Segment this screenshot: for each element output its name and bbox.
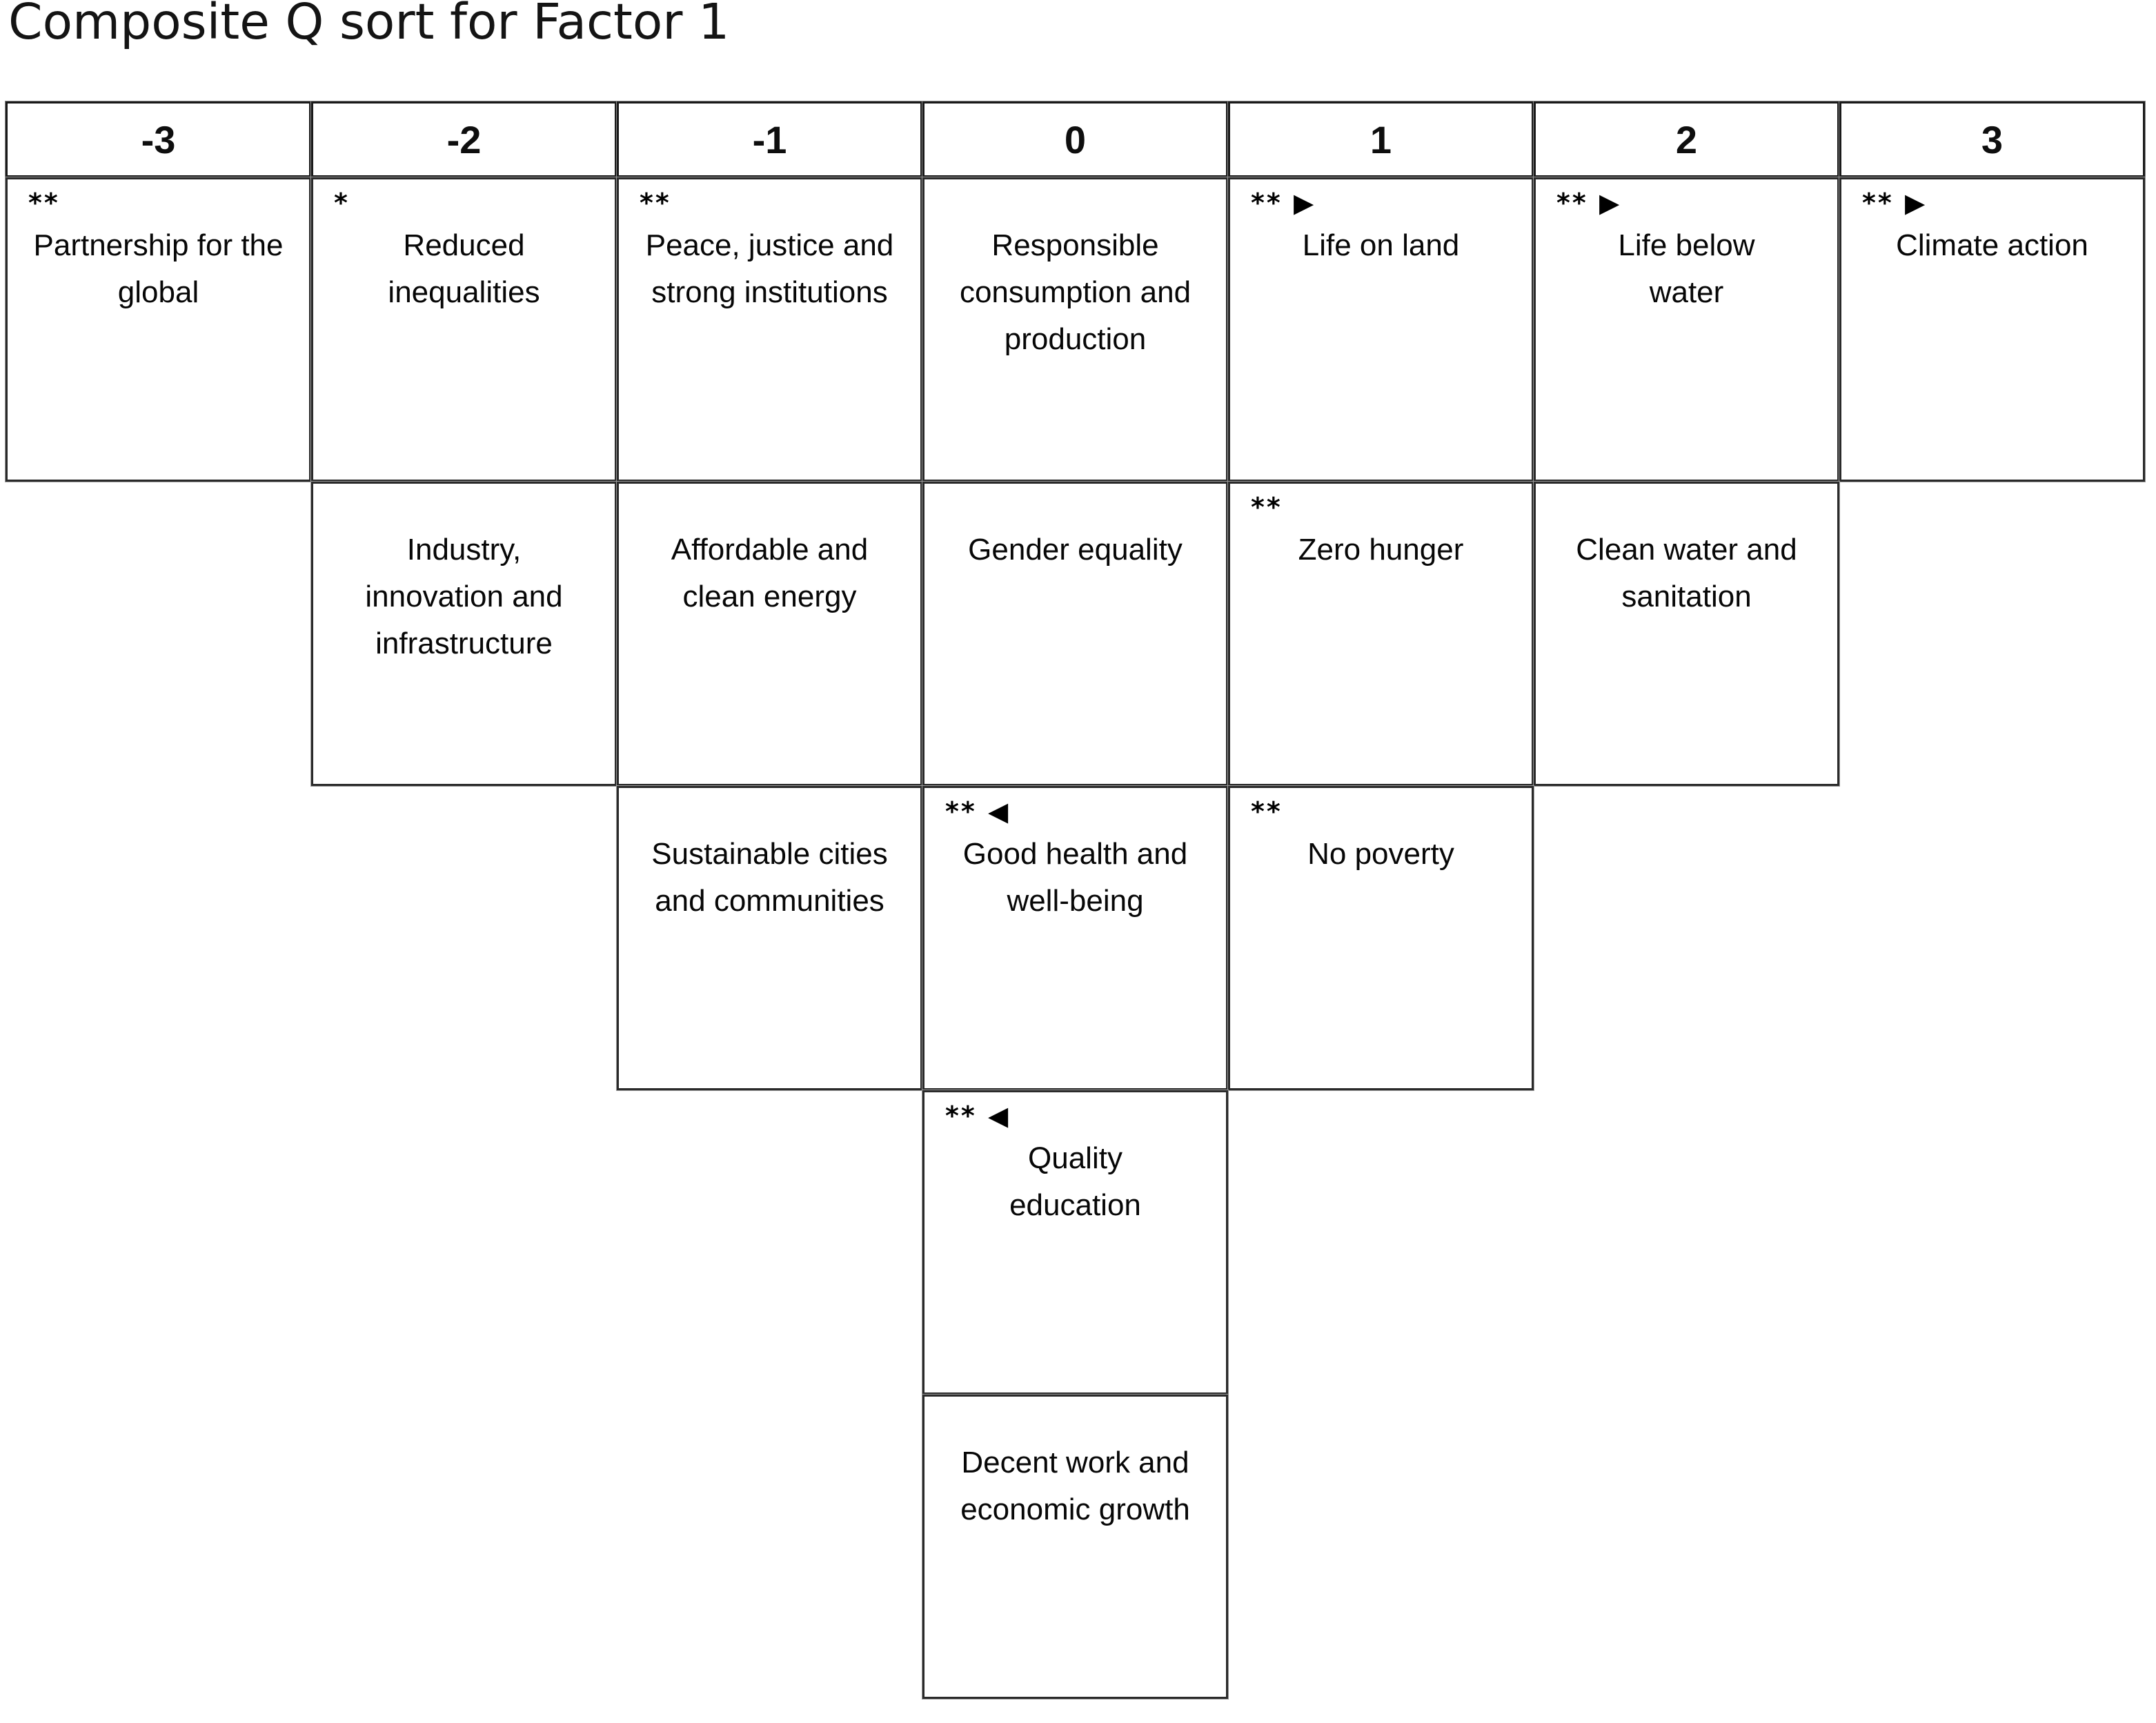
cell-marker-with-right-arrow-icon: ** ▶	[1251, 188, 1316, 218]
cell-label: Climate action	[1896, 228, 2088, 262]
cell-marker-with-right-arrow-icon: ** ▶	[1862, 188, 1928, 218]
qsort-cell-responsible-consumption-production: Responsible consumption and production	[922, 177, 1228, 482]
column-header-2: 2	[1534, 101, 1839, 177]
cell-marker	[626, 491, 913, 526]
cell-marker	[320, 491, 608, 526]
cell-marker	[931, 1404, 1219, 1439]
cell-marker-with-left-arrow-icon: ** ◀	[945, 796, 1011, 827]
cell-label: Partnership for the global	[33, 228, 284, 309]
cell-label: Quality education	[1009, 1141, 1141, 1222]
qsort-cell-decent-work-economic-growth: Decent work and economic growth	[922, 1395, 1228, 1699]
qsort-cell-sustainable-cities-communities: Sustainable cities and communities	[617, 786, 922, 1090]
cell-marker: **	[1251, 796, 1283, 827]
qsort-cell-life-below-water: ** ▶ Life below water	[1534, 177, 1839, 482]
qsort-cell-zero-hunger: ** Zero hunger	[1228, 482, 1534, 786]
qsort-cell-quality-education: ** ◀ Quality education	[922, 1090, 1228, 1395]
cell-label: Life below water	[1618, 228, 1755, 309]
qsort-cell-peace-justice-strong-institutions: ** Peace, justice and strong institution…	[617, 177, 922, 482]
qsort-cell-gender-equality: Gender equality	[922, 482, 1228, 786]
cell-marker	[626, 795, 913, 831]
qsort-cell-industry-innovation-infrastructure: Industry, innovation and infrastructure	[311, 482, 617, 786]
cell-label: Industry, innovation and infrastructure	[365, 533, 563, 660]
cell-marker-with-left-arrow-icon: ** ◀	[945, 1101, 1011, 1131]
cell-label: Reduced inequalities	[388, 228, 540, 309]
column-header-0: 0	[922, 101, 1228, 177]
qsort-grid: -3 -2 -1 0 1 2 3 ** Partnership for the …	[6, 101, 2145, 1699]
cell-marker: *	[334, 188, 350, 218]
cell-label: Clean water and sanitation	[1576, 533, 1797, 613]
cell-label: Decent work and economic growth	[960, 1446, 1190, 1526]
cell-marker: **	[640, 188, 671, 218]
cell-marker: **	[28, 188, 60, 218]
cell-marker	[931, 186, 1219, 222]
cell-marker	[1543, 491, 1830, 526]
column-header-neg1: -1	[617, 101, 922, 177]
cell-marker-with-right-arrow-icon: ** ▶	[1556, 188, 1622, 218]
cell-label: Sustainable cities and communities	[651, 837, 888, 918]
cell-marker: **	[1251, 492, 1283, 522]
cell-label: Zero hunger	[1298, 533, 1464, 567]
cell-label: Peace, justice and strong institutions	[645, 228, 894, 309]
qsort-cell-clean-water-sanitation: Clean water and sanitation	[1534, 482, 1839, 786]
column-header-neg2: -2	[311, 101, 617, 177]
cell-label: Affordable and clean energy	[671, 533, 869, 613]
figure-title: Composite Q sort for Factor 1	[8, 0, 730, 50]
column-header-1: 1	[1228, 101, 1534, 177]
column-header-neg3: -3	[6, 101, 311, 177]
qsort-cell-reduced-inequalities: * Reduced inequalities	[311, 177, 617, 482]
qsort-cell-climate-action: ** ▶ Climate action	[1839, 177, 2145, 482]
qsort-cell-no-poverty: ** No poverty	[1228, 786, 1534, 1090]
cell-marker	[931, 491, 1219, 526]
qsort-cell-affordable-clean-energy: Affordable and clean energy	[617, 482, 922, 786]
qsort-cell-partnership-for-the-global: ** Partnership for the global	[6, 177, 311, 482]
cell-label: Life on land	[1302, 228, 1460, 262]
cell-label: Good health and well-being	[962, 837, 1188, 918]
column-header-3: 3	[1839, 101, 2145, 177]
qsort-cell-good-health-well-being: ** ◀ Good health and well-being	[922, 786, 1228, 1090]
cell-label: Responsible consumption and production	[959, 228, 1191, 356]
cell-label: Gender equality	[968, 533, 1183, 567]
qsort-cell-life-on-land: ** ▶ Life on land	[1228, 177, 1534, 482]
cell-label: No poverty	[1307, 837, 1454, 871]
